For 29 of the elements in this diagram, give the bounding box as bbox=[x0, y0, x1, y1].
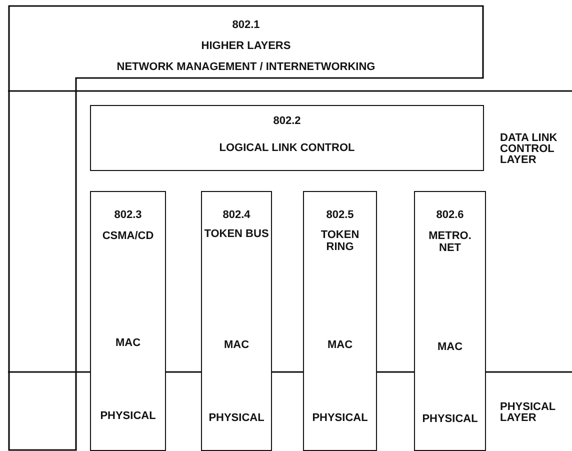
sublayer-name: MAC bbox=[326, 339, 354, 351]
standard-number: 802.3 bbox=[113, 209, 143, 221]
layer-name: TOKEN BUS bbox=[203, 228, 270, 240]
layer-name: LOGICAL LINK CONTROL bbox=[218, 142, 356, 154]
sublayer-name: PHYSICAL bbox=[99, 410, 157, 422]
sublayer-name: PHYSICAL bbox=[311, 412, 369, 424]
higher-layers-block bbox=[8, 5, 484, 451]
sublayer-name: PHYSICAL bbox=[421, 413, 479, 425]
layer-label: PHYSICAL LAYER bbox=[500, 402, 556, 424]
layer-label: DATA LINK CONTROL LAYER bbox=[500, 133, 558, 166]
layer-name: TOKEN RING bbox=[320, 229, 360, 253]
standard-number: 802.4 bbox=[222, 209, 252, 221]
mac-column bbox=[303, 191, 377, 451]
layer-name: METRO. NET bbox=[428, 230, 472, 254]
standard-number: 802.2 bbox=[272, 115, 302, 127]
mac-column bbox=[90, 191, 166, 451]
mac-column bbox=[201, 191, 272, 451]
standard-number: 802.6 bbox=[435, 209, 465, 221]
llc-box bbox=[90, 105, 484, 171]
layer-name: HIGHER LAYERS bbox=[200, 40, 292, 52]
sublayer-name: MAC bbox=[436, 341, 464, 353]
standard-number: 802.5 bbox=[325, 209, 355, 221]
sublayer-name: MAC bbox=[114, 337, 142, 349]
sublayer-name: MAC bbox=[222, 339, 250, 351]
layer-name: CSMA/CD bbox=[101, 230, 155, 242]
mac-column bbox=[414, 191, 486, 451]
sublayer-name: PHYSICAL bbox=[208, 412, 266, 424]
standard-number: 802.1 bbox=[231, 19, 261, 31]
layer-name: NETWORK MANAGEMENT / INTERNETWORKING bbox=[116, 61, 376, 73]
